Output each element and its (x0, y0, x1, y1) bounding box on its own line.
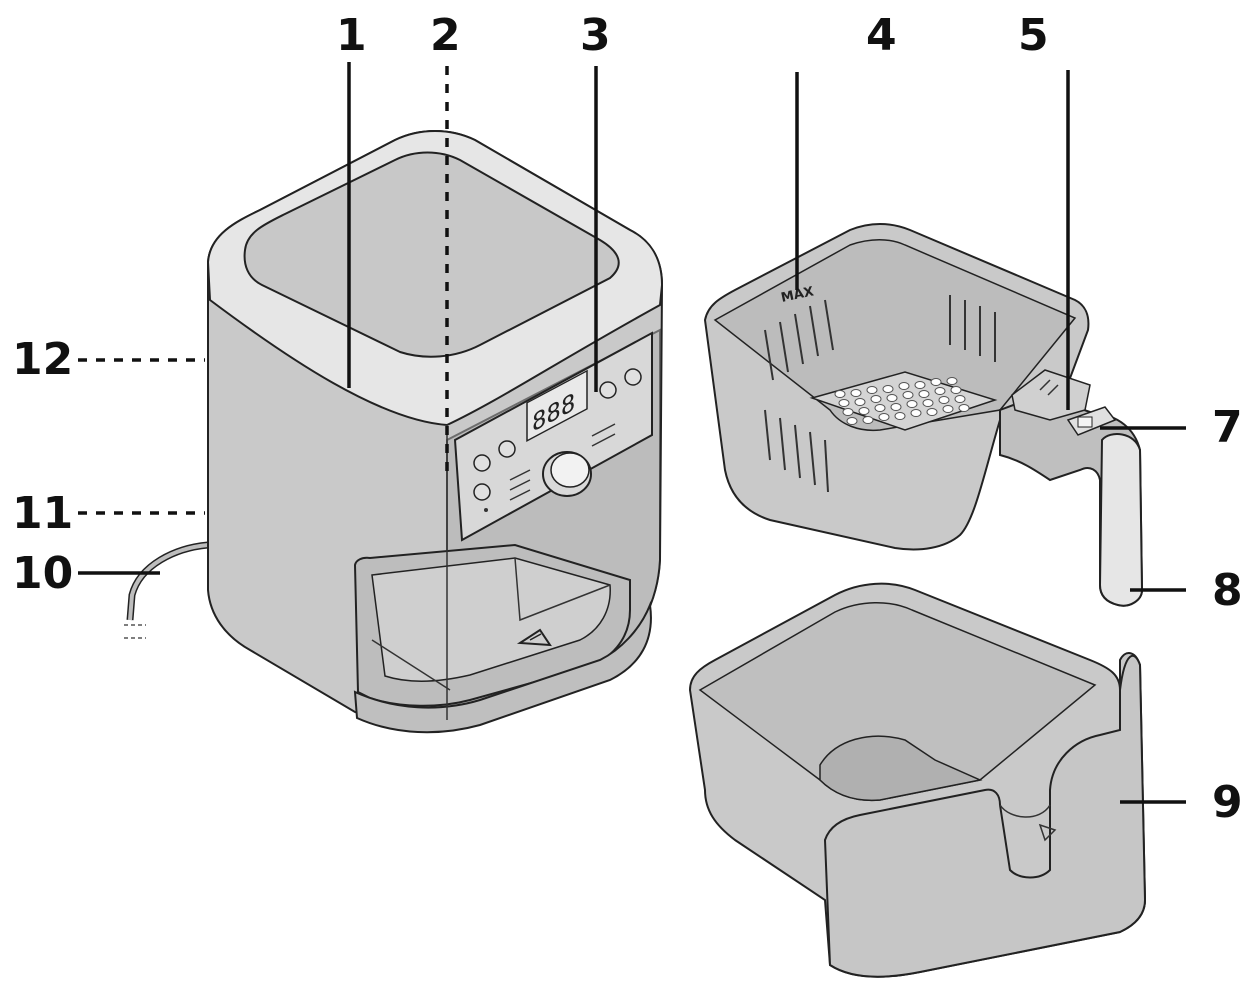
floor-hole (854, 398, 866, 406)
lid-window (243, 151, 620, 358)
floor-hole (950, 386, 962, 394)
frying-basket: MAX (703, 223, 1144, 607)
floor-hole (834, 390, 846, 398)
basket-side-slots (764, 295, 996, 493)
floor-hole (874, 404, 886, 412)
callout-12: 12 (12, 334, 73, 385)
floor-hole (958, 404, 970, 412)
floor-hole (910, 409, 922, 417)
control-knob (542, 451, 592, 497)
floor-hole (926, 408, 938, 416)
air-fryer-main-unit: 888 (124, 130, 664, 734)
floor-hole (930, 378, 942, 386)
floor-hole (922, 399, 934, 407)
floor-hole (898, 382, 910, 390)
floor-hole (914, 381, 926, 389)
warning-triangle-icon (516, 628, 552, 647)
callout-2: 2 (430, 10, 461, 61)
floor-hole (906, 400, 918, 408)
floor-hole (882, 385, 894, 393)
floor-hole (894, 412, 906, 420)
control-buttons (473, 368, 642, 512)
floor-hole (846, 417, 858, 425)
floor-hole (946, 377, 958, 385)
floor-hole (870, 395, 882, 403)
floor-hole (838, 399, 850, 407)
floor-hole (954, 395, 966, 403)
callout-9: 9 (1212, 777, 1243, 828)
callout-8: 8 (1212, 565, 1243, 616)
callout-3: 3 (580, 10, 611, 61)
callout-11: 11 (12, 488, 73, 539)
floor-hole (850, 389, 862, 397)
floor-hole (942, 405, 954, 413)
floor-hole (890, 403, 902, 411)
floor-hole (938, 396, 950, 404)
floor-hole (934, 387, 946, 395)
max-level-mark: MAX (780, 284, 815, 306)
floor-hole (918, 390, 930, 398)
floor-hole (878, 413, 890, 421)
floor-hole (842, 408, 854, 416)
leader-lines (78, 62, 1186, 804)
callout-1: 1 (336, 10, 367, 61)
callout-4: 4 (866, 10, 897, 61)
floor-hole (902, 391, 914, 399)
basket-floor-holes (834, 377, 970, 425)
floor-hole (862, 416, 874, 424)
button-guard (1011, 369, 1091, 421)
callout-7: 7 (1212, 402, 1243, 453)
floor-hole (886, 394, 898, 402)
callout-5: 5 (1018, 10, 1049, 61)
callout-numbers: 1 2 3 4 5 7 8 9 10 11 12 (12, 10, 1243, 828)
floor-hole (866, 386, 878, 394)
floor-hole (858, 407, 870, 415)
callout-10: 10 (12, 548, 73, 599)
frying-drawer (688, 582, 1147, 978)
